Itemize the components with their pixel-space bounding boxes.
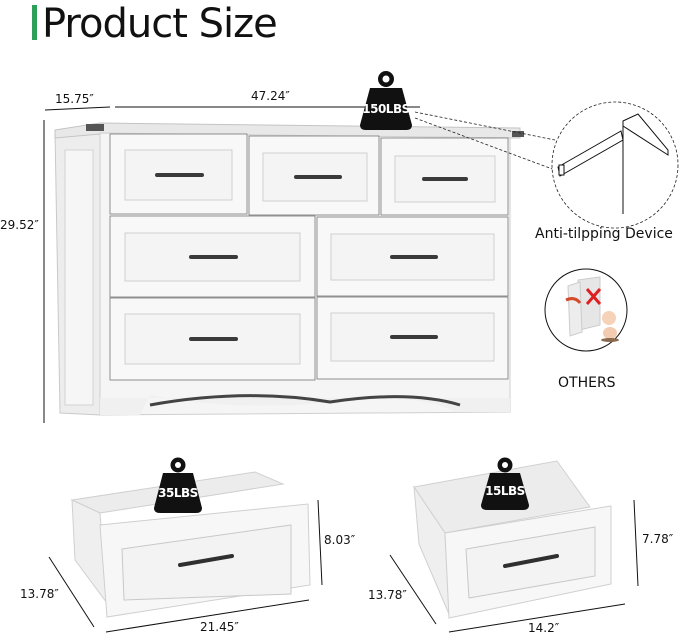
weight-icon-150: 150LBS	[356, 68, 416, 132]
dresser-width-label: 47.24″	[251, 89, 290, 103]
small-drawer-width-label: 14.2″	[528, 621, 560, 635]
weight-label-35: 35LBS	[158, 486, 198, 500]
weight-icon-15: 15LBS	[477, 455, 533, 512]
drawer-row-middle	[109, 215, 509, 298]
large-drawer-illustration	[48, 471, 323, 633]
drawer-row-bottom	[109, 296, 509, 381]
title-accent-bar	[32, 5, 37, 40]
anti-tip-detail	[551, 101, 679, 229]
anti-tip-caption: Anti-tilpping Device	[535, 226, 673, 242]
others-comparison	[544, 268, 628, 352]
weight-icon-35: 35LBS	[150, 455, 206, 515]
page-title: Product Size	[42, 1, 278, 47]
large-drawer-depth-label: 13.78″	[20, 587, 59, 601]
small-drawer-height-label: 7.78″	[642, 532, 674, 546]
large-drawer-width-label: 21.45″	[200, 620, 239, 634]
small-drawer-depth-label: 13.78″	[368, 588, 407, 602]
weight-label-15: 15LBS	[485, 484, 525, 498]
dresser-height-label: 29.52″	[0, 218, 39, 232]
weight-label-150: 150LBS	[362, 102, 410, 116]
others-caption: OTHERS	[558, 375, 616, 391]
large-drawer-height-label: 8.03″	[324, 533, 356, 547]
dresser-depth-label: 15.75″	[55, 92, 94, 106]
drawer-row-top	[109, 133, 509, 216]
